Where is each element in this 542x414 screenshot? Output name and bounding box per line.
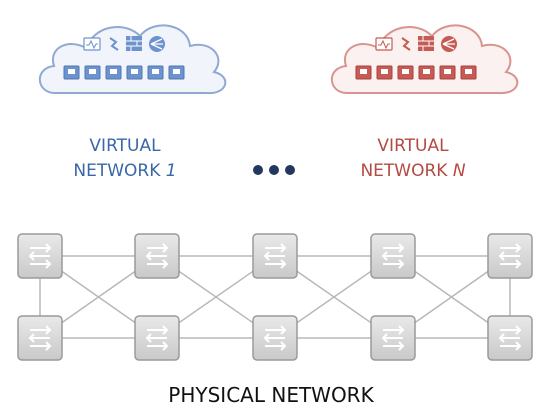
ellipsis-dot xyxy=(285,165,295,175)
virtual-network-1-id: 1 xyxy=(166,161,177,181)
cloud-1-icons xyxy=(83,36,165,52)
switch xyxy=(17,315,63,361)
switch-icon xyxy=(498,243,522,269)
branch-icon xyxy=(401,37,411,51)
firewall-icon xyxy=(126,36,142,51)
switch-icon xyxy=(145,325,169,351)
branch-icon xyxy=(109,37,119,51)
switch-icon xyxy=(498,325,522,351)
virtual-network-n-id: N xyxy=(453,161,466,181)
switch xyxy=(252,233,298,279)
switch xyxy=(370,233,416,279)
monitor-icon xyxy=(375,37,393,51)
switch-icon xyxy=(381,325,405,351)
switch xyxy=(487,315,533,361)
virtual-network-n xyxy=(330,24,519,95)
ellipsis-dot xyxy=(269,165,279,175)
switch-icon xyxy=(28,243,52,269)
cloud-n-ports xyxy=(355,65,477,80)
cloud-1-shape xyxy=(38,24,227,95)
ellipsis-dot xyxy=(253,165,263,175)
virtual-network-1-label-line2: NETWORK 1 xyxy=(73,161,176,181)
switch xyxy=(134,233,180,279)
virtual-network-1-label-line1: VIRTUAL xyxy=(89,136,161,156)
cloud-n-icons xyxy=(375,36,457,52)
virtual-network-n-label-line2: NETWORK N xyxy=(360,161,465,181)
ellipsis-dots xyxy=(253,165,295,175)
virtual-network-1-label-prefix: NETWORK xyxy=(73,161,165,181)
switch-icon xyxy=(145,243,169,269)
switch-icon xyxy=(381,243,405,269)
switch xyxy=(134,315,180,361)
switch xyxy=(252,315,298,361)
firewall-icon xyxy=(418,36,434,51)
virtual-network-n-label-prefix: NETWORK xyxy=(360,161,452,181)
cloud-1-ports xyxy=(63,65,185,80)
physical-network-label: PHYSICAL NETWORK xyxy=(168,383,374,407)
virtual-network-1 xyxy=(38,24,227,95)
virtual-network-n-label-line1: VIRTUAL xyxy=(377,136,449,156)
load-balancer-icon xyxy=(149,36,165,52)
monitor-icon xyxy=(83,37,101,51)
switch xyxy=(370,315,416,361)
load-balancer-icon xyxy=(441,36,457,52)
cloud-n-shape xyxy=(330,24,519,95)
switch xyxy=(487,233,533,279)
switch-icon xyxy=(263,325,287,351)
switch xyxy=(17,233,63,279)
switch-icon xyxy=(263,243,287,269)
switch-icon xyxy=(28,325,52,351)
physical-switches xyxy=(17,233,533,361)
